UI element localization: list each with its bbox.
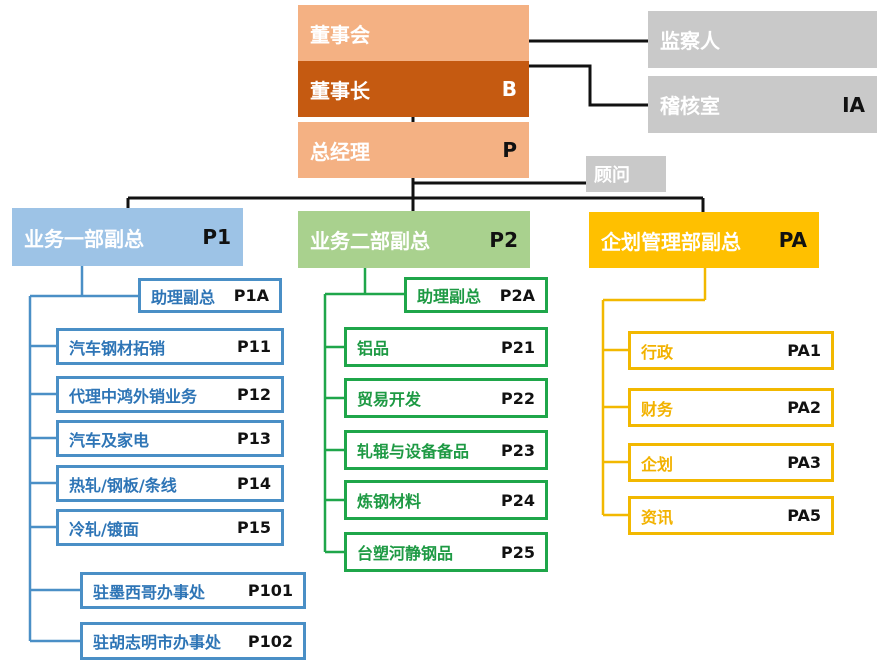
- dept2-unit-box: 贸易开发 P22: [344, 378, 548, 418]
- supervisor-box: 监察人: [648, 11, 877, 68]
- dept1-office-code: P101: [247, 581, 293, 600]
- chairman-label: 董事长: [310, 78, 370, 103]
- dept3-unit-code: PA1: [787, 341, 821, 360]
- dept3-unit-box: 行政 PA1: [628, 331, 834, 370]
- dept1-head-box: 业务一部副总 P1: [12, 208, 243, 266]
- dept1-unit-box: 热轧/钢板/条线 P14: [56, 465, 284, 502]
- dept2-head-box: 业务二部副总 P2: [298, 211, 530, 268]
- dept2-head-code: P2: [489, 227, 518, 252]
- dept1-unit-code: P13: [237, 429, 271, 448]
- supervisor-label: 监察人: [660, 29, 720, 53]
- dept2-unit-code: P22: [501, 388, 535, 408]
- chairman-box: 董事长 B: [298, 61, 529, 117]
- dept2-unit-code: P23: [501, 440, 535, 460]
- dept1-assistant-box: 助理副总 P1A: [138, 278, 282, 313]
- dept1-office-box: 驻胡志明市办事处 P102: [80, 622, 306, 660]
- dept1-unit-box: 汽车及家电 P13: [56, 420, 284, 457]
- dept1-unit-box: 冷轧/镀面 P15: [56, 509, 284, 546]
- dept3-unit-label: 行政: [641, 342, 674, 362]
- dept2-unit-code: P25: [501, 542, 535, 562]
- dept2-unit-box: 铝品 P21: [344, 327, 548, 367]
- dept2-unit-label: 台塑河静钢品: [357, 544, 454, 563]
- chairman-code: B: [501, 77, 517, 101]
- dept1-unit-box: 汽车钢材拓销 P11: [56, 328, 284, 365]
- dept3-unit-box: 企划 PA3: [628, 443, 834, 482]
- dept2-assistant-label: 助理副总: [417, 287, 482, 306]
- dept1-unit-code: P11: [237, 337, 271, 356]
- dept3-head-box: 企划管理部副总 PA: [589, 212, 819, 268]
- dept1-unit-box: 代理中鸿外销业务 P12: [56, 376, 284, 413]
- advisor-box: 顾问: [586, 156, 666, 192]
- advisor-label: 顾问: [594, 165, 630, 186]
- gm-label: 总经理: [310, 139, 370, 164]
- dept3-unit-label: 资讯: [641, 507, 674, 527]
- audit-box: 稽核室 IA: [648, 76, 877, 133]
- dept3-unit-label: 财务: [641, 399, 674, 419]
- dept2-unit-label: 轧辊与设备备品: [357, 442, 470, 461]
- board-label: 董事会: [310, 22, 370, 47]
- dept1-assistant-label: 助理副总: [151, 287, 216, 307]
- dept1-head-label: 业务一部副总: [24, 226, 144, 251]
- dept1-office-box: 驻墨西哥办事处 P101: [80, 572, 306, 609]
- dept2-unit-label: 炼钢材料: [357, 492, 422, 511]
- dept2-assistant-code: P2A: [499, 285, 535, 305]
- dept2-unit-label: 贸易开发: [357, 390, 422, 409]
- dept3-unit-box: 财务 PA2: [628, 388, 834, 427]
- dept1-unit-code: P12: [237, 385, 271, 404]
- dept1-office-code: P102: [247, 631, 293, 651]
- dept1-unit-label: 冷轧/镀面: [69, 519, 139, 539]
- dept3-unit-code: PA3: [787, 453, 821, 472]
- dept1-head-code: P1: [202, 225, 231, 249]
- dept2-assistant-box: 助理副总 P2A: [404, 277, 548, 313]
- dept3-head-code: PA: [778, 228, 807, 252]
- dept3-unit-label: 企划: [641, 454, 674, 474]
- dept1-unit-label: 汽车钢材拓销: [69, 338, 166, 358]
- dept3-unit-code: PA5: [787, 506, 821, 525]
- dept1-unit-code: P15: [237, 518, 271, 537]
- dept1-office-label: 驻胡志明市办事处: [93, 633, 222, 652]
- audit-code: IA: [842, 92, 865, 117]
- dept2-unit-code: P24: [501, 490, 535, 510]
- dept1-office-label: 驻墨西哥办事处: [93, 582, 206, 602]
- dept1-unit-label: 热轧/钢板/条线: [69, 475, 177, 495]
- dept3-head-label: 企划管理部副总: [601, 229, 741, 254]
- board-box: 董事会: [298, 5, 529, 61]
- dept2-unit-box: 炼钢材料 P24: [344, 480, 548, 520]
- dept2-unit-box: 轧辊与设备备品 P23: [344, 430, 548, 470]
- dept2-unit-label: 铝品: [357, 339, 390, 358]
- dept2-unit-box: 台塑河静钢品 P25: [344, 532, 548, 572]
- audit-label: 稽核室: [660, 94, 720, 118]
- dept1-unit-label: 汽车及家电: [69, 430, 150, 450]
- gm-box: 总经理 P: [298, 122, 529, 178]
- dept1-assistant-code: P1A: [233, 286, 269, 305]
- dept3-unit-box: 资讯 PA5: [628, 496, 834, 535]
- dept1-unit-code: P14: [237, 474, 271, 493]
- dept2-head-label: 业务二部副总: [310, 229, 430, 253]
- dept3-unit-code: PA2: [787, 398, 821, 417]
- dept1-unit-label: 代理中鸿外销业务: [69, 386, 198, 406]
- gm-code: P: [502, 138, 517, 162]
- dept2-unit-code: P21: [501, 337, 535, 357]
